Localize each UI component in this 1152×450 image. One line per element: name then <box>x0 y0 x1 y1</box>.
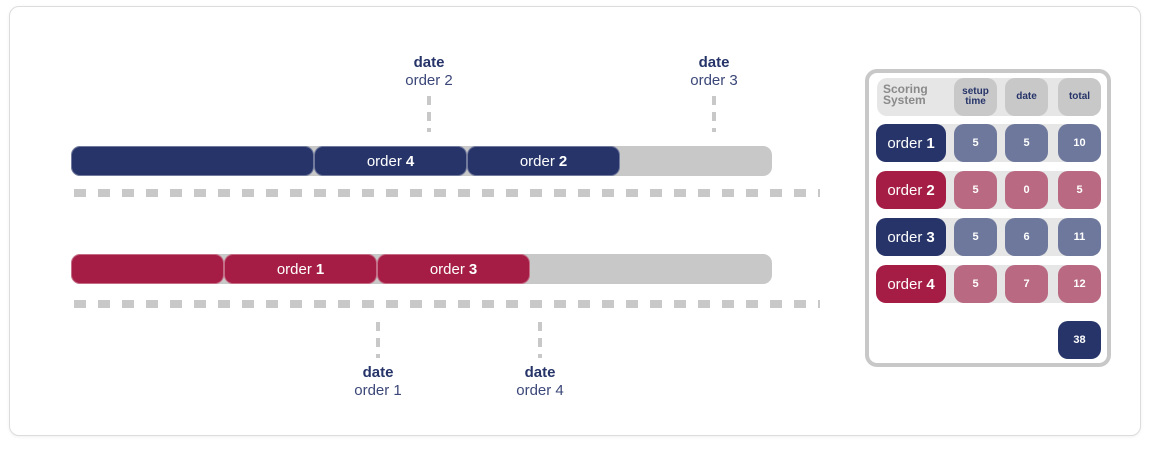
timeline-segment <box>71 254 224 284</box>
segment-word: order <box>366 152 402 170</box>
header-date: date <box>1005 78 1048 116</box>
score-setup: 5 <box>954 218 997 256</box>
date-label-bottom: date order 1 <box>318 364 438 400</box>
order-number: 3 <box>926 228 935 246</box>
score-setup: 5 <box>954 171 997 209</box>
segment-word: order <box>276 260 312 278</box>
date-word: date <box>524 364 556 381</box>
score-total: 5 <box>1058 171 1101 209</box>
order-word: order <box>887 134 923 152</box>
timeline-segment <box>71 146 314 176</box>
score-total: 10 <box>1058 124 1101 162</box>
date-marker <box>376 322 380 358</box>
score-date: 0 <box>1005 171 1048 209</box>
date-label-bottom: date order 4 <box>480 364 600 400</box>
score-total: 11 <box>1058 218 1101 256</box>
score-setup: 5 <box>954 265 997 303</box>
score-total: 12 <box>1058 265 1101 303</box>
date-word: date <box>362 364 394 381</box>
segment-word: order <box>519 152 555 170</box>
score-date: 6 <box>1005 218 1048 256</box>
order-word: order <box>887 228 923 246</box>
date-word: date <box>698 54 730 71</box>
order-number: 4 <box>926 275 935 293</box>
order-word: order <box>887 181 923 199</box>
segment-number: 1 <box>315 260 325 278</box>
header-setup-time: setup time <box>954 78 997 116</box>
segment-number: 4 <box>405 152 415 170</box>
segment-word: order <box>429 260 465 278</box>
date-order: order 1 <box>354 382 402 399</box>
score-setup: 5 <box>954 124 997 162</box>
order-number: 2 <box>926 181 935 199</box>
score-date: 7 <box>1005 265 1048 303</box>
dashed-axis-1 <box>74 189 820 197</box>
date-word: date <box>413 54 445 71</box>
date-marker <box>427 96 431 132</box>
date-marker <box>538 322 542 358</box>
date-order: order 2 <box>405 72 453 89</box>
date-marker <box>712 96 716 132</box>
order-word: order <box>887 275 923 293</box>
scoring-title: Scoring System <box>883 82 928 107</box>
score-date: 5 <box>1005 124 1048 162</box>
dashed-axis-2 <box>74 300 820 308</box>
grand-total: 38 <box>1058 321 1101 359</box>
header-total: total <box>1058 78 1101 116</box>
segment-number: 3 <box>468 260 478 278</box>
date-label-top: date order 2 <box>369 54 489 90</box>
date-label-top: date order 3 <box>654 54 774 90</box>
date-order: order 4 <box>516 382 564 399</box>
segment-number: 2 <box>558 152 568 170</box>
date-order: order 3 <box>690 72 738 89</box>
order-number: 1 <box>926 134 935 152</box>
